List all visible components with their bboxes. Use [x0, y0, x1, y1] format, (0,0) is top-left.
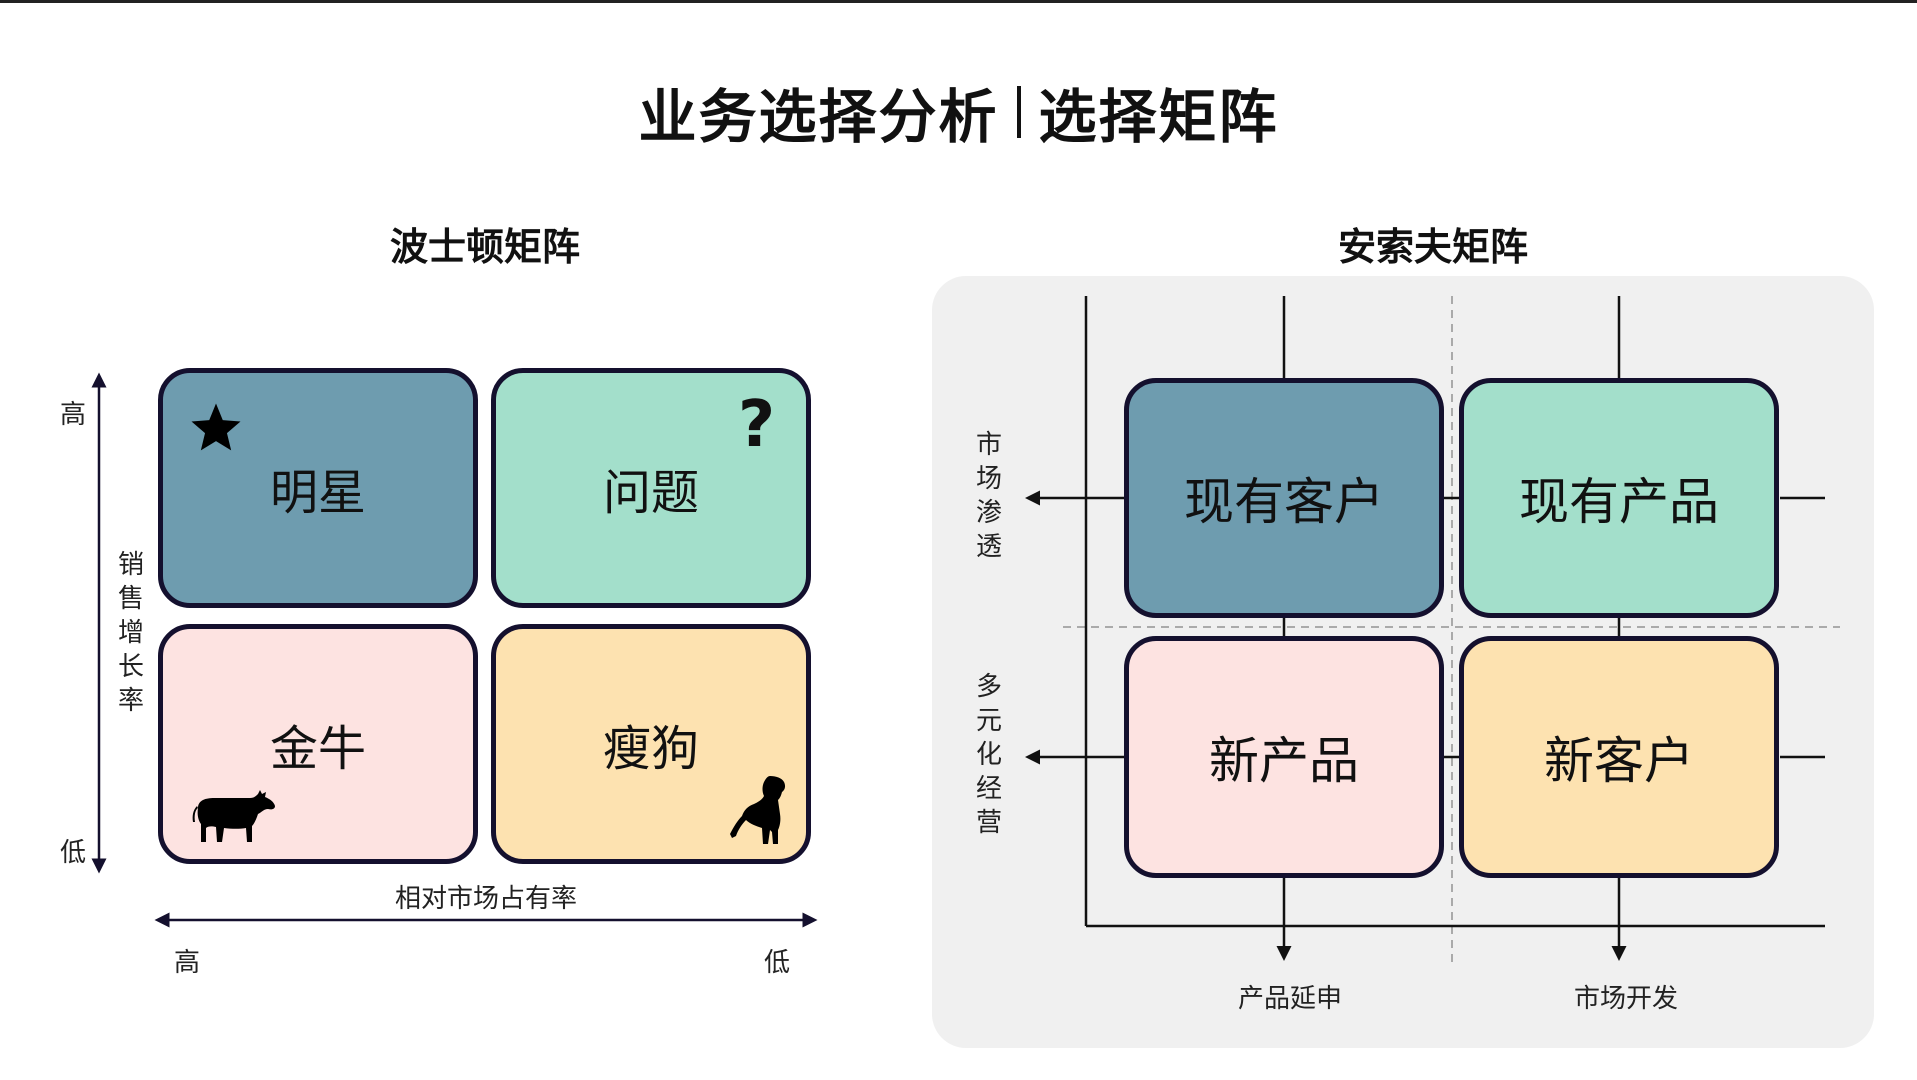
page-title-left: 业务选择分析: [638, 83, 999, 151]
ansoff-cell-existing-customers-label: 现有客户: [1184, 473, 1384, 531]
ansoff-cell-existing-products: 现有产品: [1459, 378, 1779, 618]
bcg-y-high: 高: [60, 400, 87, 430]
ansoff-cell-new-customers-label: 新客户: [1544, 732, 1694, 790]
bcg-y-low: 低: [60, 838, 87, 868]
ansoff-cell-existing-products-label: 现有产品: [1519, 473, 1719, 531]
ansoff-cell-new-customers: 新客户: [1459, 636, 1779, 878]
top-rule: [0, 0, 1917, 3]
bcg-cell-question: 问题: [491, 368, 811, 608]
ansoff-title: 安索夫矩阵: [1337, 225, 1528, 269]
ansoff-left-label-bottom: 多元化经营: [975, 672, 1002, 838]
ansoff-bottom-label-right: 市场开发: [1574, 984, 1679, 1014]
cow-icon: [192, 790, 275, 842]
bcg-y-label: 销售增长率: [117, 550, 144, 716]
ansoff-cell-new-products-label: 新产品: [1209, 732, 1359, 790]
bcg-cell-star-label: 明星: [269, 465, 366, 521]
ansoff-cell-new-products: 新产品: [1124, 636, 1444, 878]
question-mark-icon: ?: [738, 388, 776, 462]
page-title: 业务选择分析 选择矩阵: [0, 72, 1917, 152]
bcg-x-high: 高: [174, 948, 201, 978]
bcg-x-label: 相对市场占有率: [395, 884, 578, 914]
bcg-cell-dog-label: 瘦狗: [602, 721, 699, 777]
ansoff-cell-existing-customers: 现有客户: [1124, 378, 1444, 618]
bcg-cell-star: 明星: [158, 368, 478, 608]
title-separator: [1016, 86, 1021, 138]
star-icon: [191, 403, 241, 451]
bcg-cell-cow-label: 金牛: [269, 721, 366, 777]
dog-icon: [730, 776, 786, 844]
bcg-x-low: 低: [764, 948, 791, 978]
ansoff-left-label-top: 市场渗透: [975, 430, 1002, 562]
page-title-right: 选择矩阵: [1038, 83, 1279, 151]
ansoff-bottom-label-left: 产品延申: [1238, 984, 1343, 1014]
bcg-cell-question-label: 问题: [602, 465, 699, 521]
bcg-title: 波士顿矩阵: [389, 225, 580, 269]
